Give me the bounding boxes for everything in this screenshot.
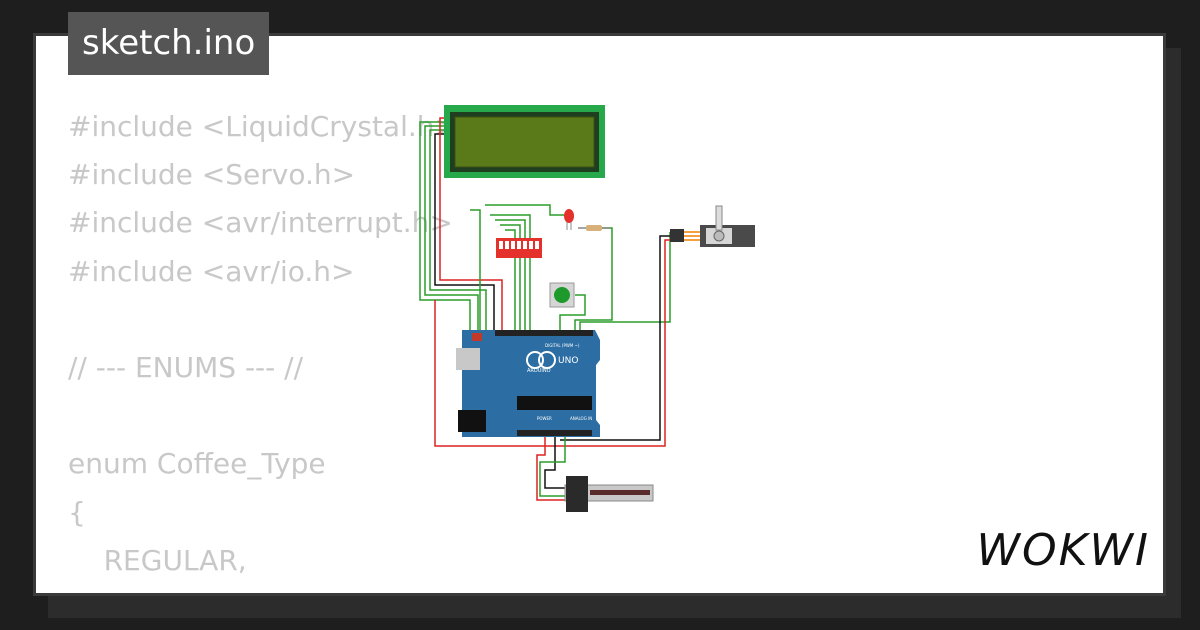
push-button[interactable] bbox=[549, 282, 575, 308]
slide-potentiometer[interactable] bbox=[564, 476, 654, 512]
board-model: UNO bbox=[558, 356, 578, 366]
file-tab[interactable]: sketch.ino bbox=[68, 12, 270, 75]
code-line: ESPRESSO bbox=[68, 585, 588, 593]
code-line: #include <avr/interrupt.h> bbox=[68, 206, 453, 240]
code-line: // --- ENUMS --- // bbox=[68, 350, 304, 384]
resistor[interactable] bbox=[578, 225, 610, 231]
code-line: enum Coffee_Type bbox=[68, 447, 326, 481]
led-red[interactable] bbox=[564, 209, 574, 230]
code-line: #include <Servo.h> bbox=[68, 158, 356, 192]
code-line: #include <avr/io.h> bbox=[68, 254, 355, 288]
wires bbox=[419, 117, 682, 501]
dip-switch[interactable] bbox=[496, 238, 542, 258]
wokwi-logo: WOKWI bbox=[976, 525, 1150, 576]
code-preview: #include <LiquidCrystal.h> #include <Ser… bbox=[68, 103, 588, 593]
board-digital-label: DIGITAL (PWM ~) bbox=[545, 343, 580, 348]
file-tab-label: sketch.ino bbox=[82, 23, 256, 63]
code-line: REGULAR, bbox=[68, 543, 247, 577]
arduino-uno-board[interactable]: UNO ARDUINO DIGITAL (PWM ~) ANALOG IN PO… bbox=[456, 330, 600, 437]
board-analog-label: ANALOG IN bbox=[570, 416, 592, 421]
board-power-label: POWER bbox=[537, 416, 552, 421]
code-line: #include <LiquidCrystal.h> bbox=[68, 110, 458, 143]
lcd-display[interactable] bbox=[444, 105, 605, 178]
board-brand: ARDUINO bbox=[527, 368, 551, 374]
code-line: { bbox=[68, 495, 86, 529]
servo-motor[interactable] bbox=[670, 205, 755, 247]
